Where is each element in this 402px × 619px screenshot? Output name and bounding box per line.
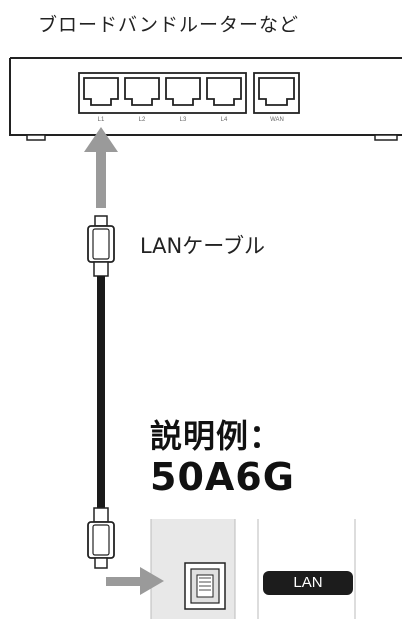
example-heading: 説明例： <box>150 417 283 455</box>
router-caption: ブロードバンドルーターなど <box>38 14 299 36</box>
device-rear-panel <box>150 519 356 619</box>
example-model: 50A6G <box>150 455 295 499</box>
lan-port-2 <box>124 77 160 106</box>
lan-cable <box>97 276 105 512</box>
lan-port-3 <box>165 77 201 106</box>
port-label-l2: L2 <box>139 117 146 123</box>
cable-connector-top <box>87 215 115 277</box>
up-arrow-icon <box>84 127 118 208</box>
cable-connector-bottom <box>87 507 115 569</box>
port-label-l1: L1 <box>98 117 105 123</box>
right-arrow-icon <box>106 567 164 595</box>
port-label-l4: L4 <box>221 117 228 123</box>
port-label-wan: WAN <box>270 117 284 123</box>
lan-port-4 <box>206 77 242 106</box>
device-lan-jack-icon <box>184 562 226 610</box>
cable-label: LANケーブル <box>140 234 265 258</box>
wan-port <box>258 77 295 106</box>
router-device: L1 L2 L3 L4 WAN <box>9 57 402 141</box>
port-label-l3: L3 <box>180 117 187 123</box>
lan-port-1 <box>83 77 119 106</box>
lan-badge: LAN <box>263 571 353 595</box>
